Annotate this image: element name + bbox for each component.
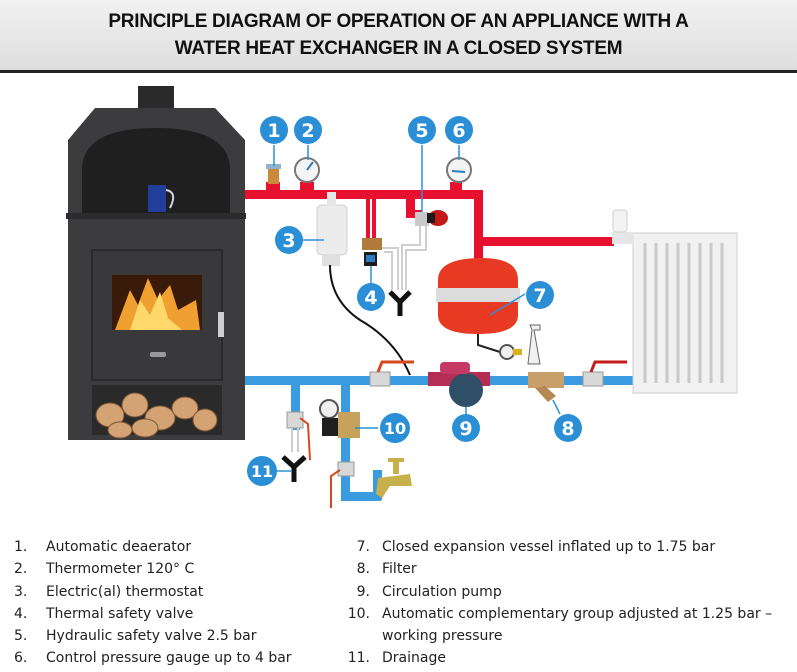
callout-10: 10: [380, 413, 410, 443]
callout-8: 8: [554, 414, 582, 442]
legend-item: 6.Control pressure gauge up to 4 bar: [14, 650, 292, 667]
title-banner: PRINCIPLE DIAGRAM OF OPERATION OF AN APP…: [0, 0, 797, 73]
callout-6: 6: [445, 116, 473, 144]
svg-text:2: 2: [301, 120, 314, 142]
legend-item: 8.Filter: [356, 561, 417, 578]
svg-text:7: 7: [533, 285, 546, 307]
legend-left-column: 1.Automatic deaerator 2.Thermometer 120°…: [14, 536, 292, 670]
drain-funnel-icon: [388, 290, 412, 316]
callout-7: 7: [526, 281, 554, 309]
legend-item: 2.Thermometer 120° C: [14, 561, 195, 578]
legend-item: 10.Automatic complementary group adjuste…: [347, 605, 773, 622]
drain-funnel-icon: [281, 455, 307, 482]
hydraulic-safety-valve: [415, 210, 448, 226]
legend-item: 7.Closed expansion vessel inflated up to…: [356, 539, 716, 555]
electric-thermostat: [316, 192, 411, 376]
faucet-icon: [376, 458, 412, 498]
filter: [528, 372, 564, 402]
callout-4: 4: [357, 283, 385, 311]
pressure-gauge: [446, 157, 472, 183]
svg-text:6: 6: [452, 120, 465, 142]
automatic-deaerator: [266, 164, 281, 184]
complementary-group: [319, 399, 360, 438]
svg-text:11: 11: [251, 462, 273, 481]
radiator: [612, 209, 738, 394]
legend-item: 5.Hydraulic safety valve 2.5 bar: [14, 628, 257, 645]
svg-text:1: 1: [267, 120, 280, 142]
mug-icon: [148, 185, 175, 212]
thermal-safety-valve: [362, 238, 382, 266]
heating-system-diagram: 1 2 3 4 5 6 7 8 9 10 11: [66, 86, 738, 508]
svg-text:8: 8: [561, 418, 574, 440]
svg-text:4: 4: [364, 287, 377, 309]
callout-9: 9: [452, 414, 480, 442]
legend-item: 4.Thermal safety valve: [14, 605, 194, 622]
ball-valve: [369, 360, 414, 387]
tap-valve: [330, 461, 355, 508]
legend-item: 3.Electric(al) thermostat: [14, 583, 204, 600]
legend-item: 11.Drainage: [347, 650, 446, 667]
legend-item-continuation: working pressure: [382, 628, 503, 645]
callout-2: 2: [294, 116, 322, 144]
ball-valve: [582, 360, 627, 387]
legend-item: 1.Automatic deaerator: [14, 539, 192, 555]
callout-1: 1: [260, 116, 288, 144]
legend-item: 9.Circulation pump: [356, 583, 502, 600]
svg-text:3: 3: [282, 230, 295, 252]
svg-text:10: 10: [384, 419, 406, 438]
legend-right-column: 7.Closed expansion vessel inflated up to…: [334, 536, 772, 670]
drain-valve: [286, 411, 311, 461]
drain-lines: [378, 226, 427, 290]
expansion-vessel: [436, 258, 541, 365]
title-line-2: WATER HEAT EXCHANGER IN A CLOSED SYSTEM: [174, 38, 623, 59]
callout-leaders: [273, 145, 561, 472]
svg-text:9: 9: [459, 418, 472, 440]
stove: [66, 86, 246, 440]
title-line-1: PRINCIPLE DIAGRAM OF OPERATION OF AN APP…: [108, 11, 689, 32]
callout-11: 11: [247, 456, 277, 486]
hot-water-pipes: [240, 182, 614, 260]
cold-water-pipes: [240, 376, 640, 501]
thermometer: [294, 157, 320, 183]
circulation-pump: [428, 362, 490, 407]
svg-text:5: 5: [415, 120, 428, 142]
callout-5: 5: [408, 116, 436, 144]
callout-3: 3: [275, 226, 303, 254]
